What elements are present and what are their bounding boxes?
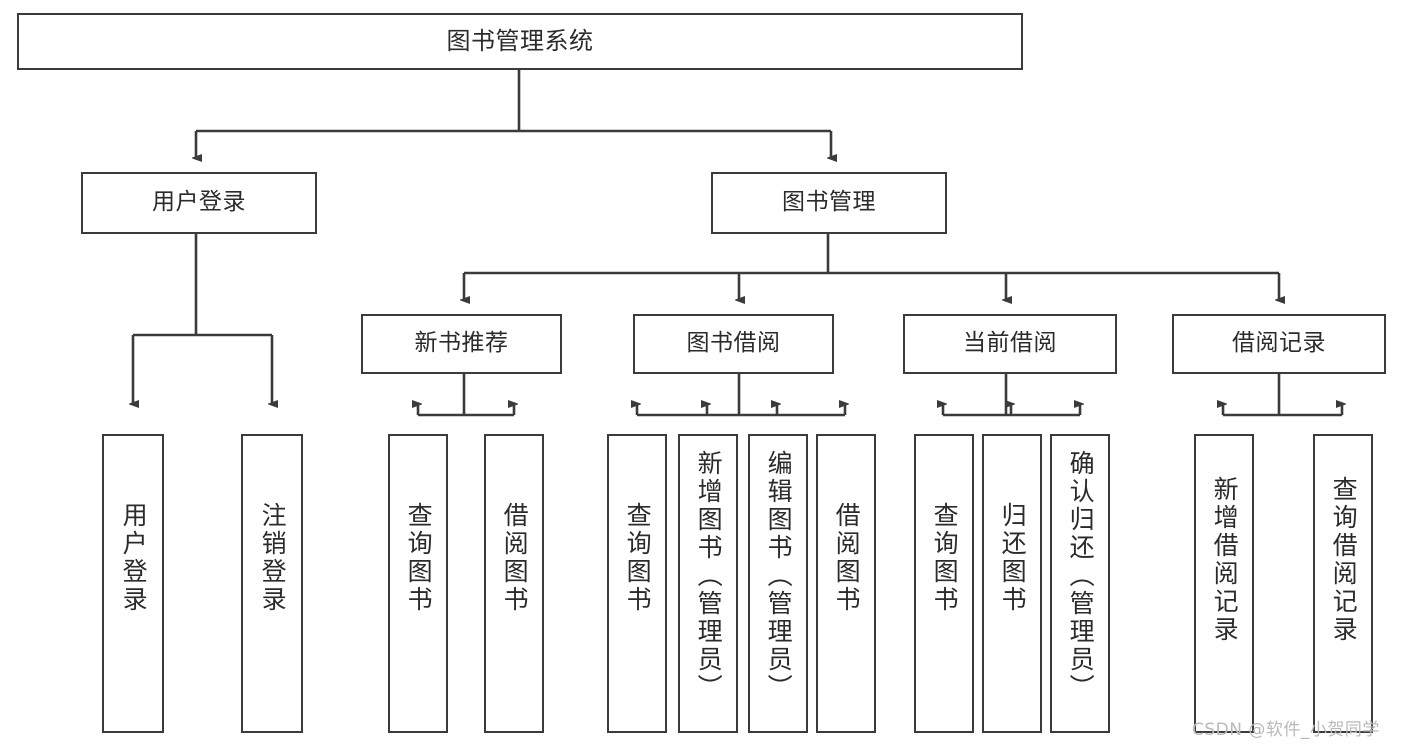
leaf-query-book-borrow[interactable]: 查询图书	[607, 434, 667, 733]
leaf-borrow-book[interactable]: 借阅图书	[816, 434, 876, 733]
node-label: 图书借阅	[686, 330, 781, 357]
node-label: 借阅记录	[1232, 330, 1326, 357]
node-label: 用户登录	[119, 502, 149, 614]
node-label: 查询图书	[623, 502, 653, 614]
watermark-text: CSDN @软件_小贺同学	[1192, 720, 1380, 740]
node-label: 图书管理系统	[446, 27, 594, 56]
node-label: 借阅图书	[832, 502, 862, 614]
node-borrow-record[interactable]: 借阅记录	[1172, 314, 1386, 374]
node-label: 新增借阅记录	[1210, 476, 1240, 644]
node-label: 新增图书（管理员）	[694, 450, 724, 702]
leaf-return-book[interactable]: 归还图书	[982, 434, 1042, 733]
leaf-logout[interactable]: 注销登录	[241, 434, 303, 733]
node-new-book-recommend[interactable]: 新书推荐	[361, 314, 562, 374]
node-current-borrow[interactable]: 当前借阅	[903, 314, 1117, 374]
leaf-query-book-current[interactable]: 查询图书	[914, 434, 974, 733]
leaf-query-borrow-record[interactable]: 查询借阅记录	[1313, 434, 1373, 733]
leaf-query-book-recommend[interactable]: 查询图书	[388, 434, 448, 733]
node-label: 用户登录	[152, 189, 246, 216]
leaf-add-book-admin[interactable]: 新增图书（管理员）	[678, 434, 738, 733]
leaf-user-login[interactable]: 用户登录	[102, 434, 164, 733]
node-label: 当前借阅	[963, 330, 1057, 357]
node-label: 确认归还（管理员）	[1066, 450, 1096, 702]
leaf-borrow-book-recommend[interactable]: 借阅图书	[484, 434, 544, 733]
node-label: 查询借阅记录	[1329, 476, 1359, 644]
node-label: 归还图书	[998, 502, 1028, 614]
node-user-login[interactable]: 用户登录	[81, 172, 317, 234]
node-label: 编辑图书（管理员）	[764, 450, 794, 702]
node-label: 新书推荐	[414, 330, 509, 357]
leaf-edit-book-admin[interactable]: 编辑图书（管理员）	[748, 434, 808, 733]
node-label: 注销登录	[258, 502, 288, 614]
node-label: 图书管理	[782, 189, 876, 216]
leaf-confirm-return-admin[interactable]: 确认归还（管理员）	[1050, 434, 1110, 733]
node-label: 借阅图书	[500, 502, 530, 614]
node-label: 查询图书	[930, 502, 960, 614]
leaf-add-borrow-record[interactable]: 新增借阅记录	[1194, 434, 1254, 733]
node-label: 查询图书	[404, 502, 434, 614]
node-book-management[interactable]: 图书管理	[711, 172, 947, 234]
node-root-system[interactable]: 图书管理系统	[17, 13, 1023, 70]
node-book-borrow[interactable]: 图书借阅	[633, 314, 834, 374]
